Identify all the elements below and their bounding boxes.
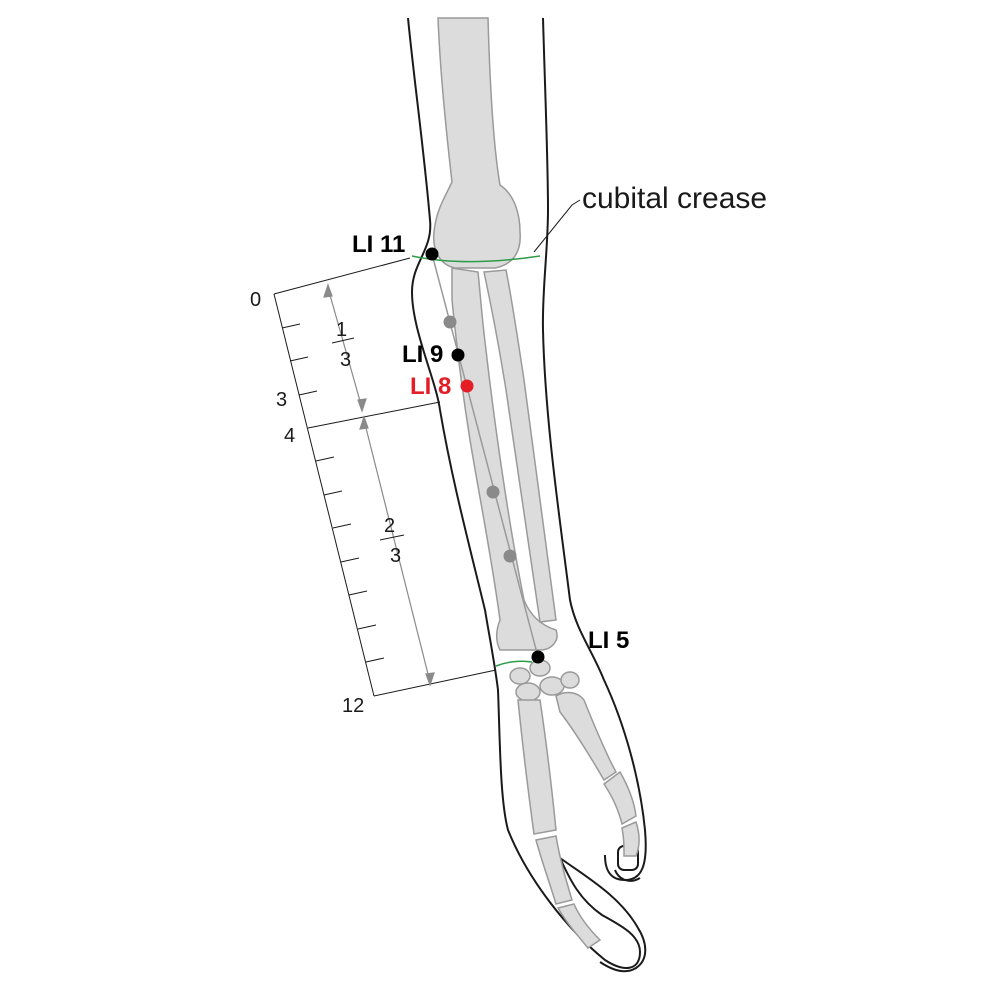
li9-label: LI 9	[402, 341, 443, 368]
radius	[483, 269, 557, 623]
humerus	[432, 17, 521, 269]
scale-label-4: 4	[284, 425, 295, 447]
upper-dimension-line	[327, 287, 363, 409]
acupoints	[425, 247, 545, 664]
scale-mid-line	[307, 401, 441, 429]
cubital-crease-label: cubital crease	[582, 182, 767, 215]
scale-top-line	[273, 257, 411, 295]
phalanges	[535, 770, 640, 949]
fraction-upper-numerator: 1	[336, 319, 347, 341]
scale-label-0: 0	[250, 289, 261, 311]
dimension-arrows	[323, 283, 435, 687]
scale-label-12: 12	[342, 695, 364, 717]
li6-point	[503, 549, 517, 563]
wrist-crease-line	[495, 660, 533, 667]
li8-point	[460, 379, 474, 393]
arm-outline	[407, 17, 647, 973]
scale-label-3: 3	[276, 389, 287, 411]
fraction-lower: 2 3	[379, 515, 405, 567]
fraction-upper-denominator: 3	[340, 349, 351, 371]
scale-bottom-line	[373, 669, 497, 697]
li5-label: LI 5	[588, 627, 629, 654]
ulna	[451, 267, 558, 651]
li11-label: LI 11	[352, 231, 405, 258]
fraction-lower-denominator: 3	[390, 545, 401, 567]
cubital-crease-leader	[533, 199, 581, 253]
metacarpal-2	[555, 691, 617, 782]
cubital-crease-line	[411, 255, 541, 263]
fraction-lower-numerator: 2	[384, 515, 395, 537]
scale-labels: 0 3 4 12	[250, 289, 364, 717]
measurement-scale	[273, 257, 497, 697]
li8-label: LI 8	[410, 373, 451, 400]
li7-point	[486, 485, 500, 499]
li5-point	[531, 650, 545, 664]
carpals	[509, 659, 580, 702]
fraction-upper: 1 3	[331, 319, 355, 371]
metacarpal-1	[517, 699, 557, 835]
li11-point	[425, 247, 439, 261]
li9-point	[451, 348, 465, 362]
bones	[432, 17, 640, 949]
lower-dimension-line	[363, 419, 431, 683]
li10-point	[443, 315, 457, 329]
point-labels: LI 11 LI 9 LI 8 LI 5	[352, 231, 629, 654]
